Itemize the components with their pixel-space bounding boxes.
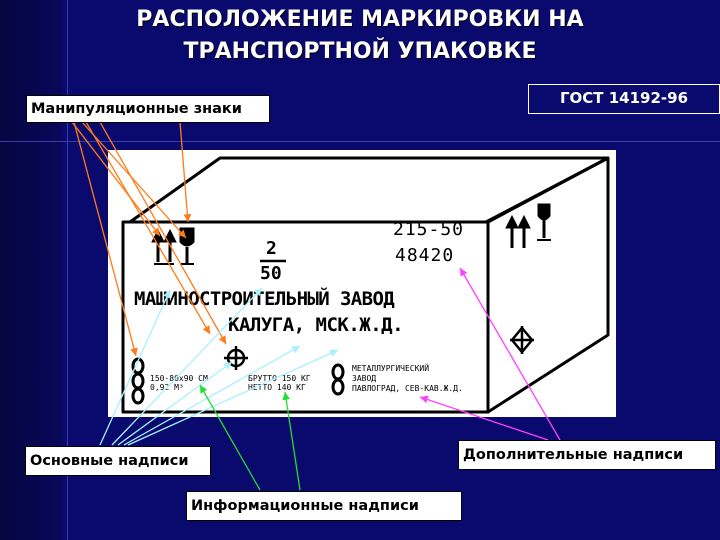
- background-horizontal-line: [0, 141, 720, 142]
- box-dims-line-2: 0,92 М³: [150, 383, 184, 392]
- label-main-inscriptions: Основные надписи: [25, 446, 211, 476]
- box-city: КАЛУГА, МСК.Ж.Д.: [228, 314, 404, 336]
- chain-sign-left: [131, 357, 145, 405]
- background-vertical-line: [67, 0, 68, 540]
- box-code-bottom: 48420: [395, 245, 455, 266]
- box-fraction-denominator: 50: [260, 263, 282, 284]
- box-sender-line-3: ПАВЛОГРАД, СЕВ-КАВ.Ж.Д.: [352, 384, 463, 393]
- title-line-2: ТРАНСПОРТНОЙ УПАКОВКЕ: [183, 39, 537, 64]
- handling-signs-side: [505, 203, 551, 248]
- box-fraction-numerator: 2: [266, 238, 277, 259]
- box-weight: БРУТТО 150 КГ НЕТТО 140 КГ: [248, 374, 311, 392]
- box-factory-name: МАШИНОСТРОИТЕЛЬНЫЙ ЗАВОД: [134, 288, 395, 310]
- box-weight-line-2: НЕТТО 140 КГ: [248, 383, 306, 392]
- crosshair-sign: [224, 346, 248, 370]
- box-sender: МЕТАЛЛУРГИЧЕСКИЙ ЗАВОД ПАВЛОГРАД, СЕВ-КА…: [352, 364, 463, 394]
- handling-signs-front: [151, 227, 195, 265]
- chain-sign-right: [331, 363, 345, 396]
- package-image: 215-50 48420 2 50 МАШИНОСТРОИТЕЛЬНЫЙ ЗАВ…: [108, 150, 616, 417]
- box-weight-line-1: БРУТТО 150 КГ: [248, 374, 311, 383]
- slide-title: РАСПОЛОЖЕНИЕ МАРКИРОВКИ НА ТРАНСПОРТНОЙ …: [0, 4, 720, 68]
- gost-label: ГОСТ 14192-96: [528, 84, 720, 114]
- label-handling-signs: Манипуляционные знаки: [26, 95, 270, 123]
- title-line-1: РАСПОЛОЖЕНИЕ МАРКИРОВКИ НА: [136, 7, 584, 32]
- box-code-top: 215-50: [393, 219, 465, 240]
- label-info-inscriptions: Информационные надписи: [186, 491, 462, 521]
- box-sender-line-1: МЕТАЛЛУРГИЧЕСКИЙ: [352, 364, 430, 373]
- box-dims-line-1: 150·80х90 СМ: [150, 374, 208, 383]
- box-dims: 150·80х90 СМ 0,92 М³: [150, 374, 208, 392]
- box-sender-line-2: ЗАВОД: [352, 374, 377, 383]
- side-diamond-sign: [510, 326, 534, 354]
- label-additional-inscriptions: Дополнительные надписи: [458, 440, 716, 470]
